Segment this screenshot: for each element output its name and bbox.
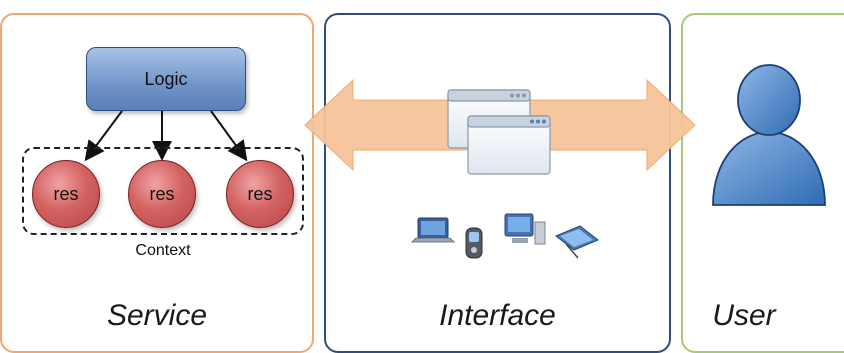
logic-node: Logic (86, 47, 246, 111)
context-boundary (22, 147, 304, 235)
laptop-icon (411, 217, 455, 243)
window-icon (467, 115, 551, 175)
resource-node: res (32, 160, 100, 228)
phone-icon (465, 227, 483, 259)
user-icon (712, 64, 826, 206)
context-label: Context (135, 242, 191, 259)
diagram-graphics (84, 64, 826, 259)
user-title: User (712, 299, 776, 332)
connector-arrow (210, 110, 248, 162)
interface-title: Interface (439, 299, 556, 332)
service-title: Service (106, 299, 208, 332)
resource-node: res (128, 160, 196, 228)
connector-arrow (84, 110, 123, 162)
resource-node: res (226, 160, 294, 228)
desktop-icon (504, 213, 546, 245)
tablet-icon (555, 225, 599, 259)
